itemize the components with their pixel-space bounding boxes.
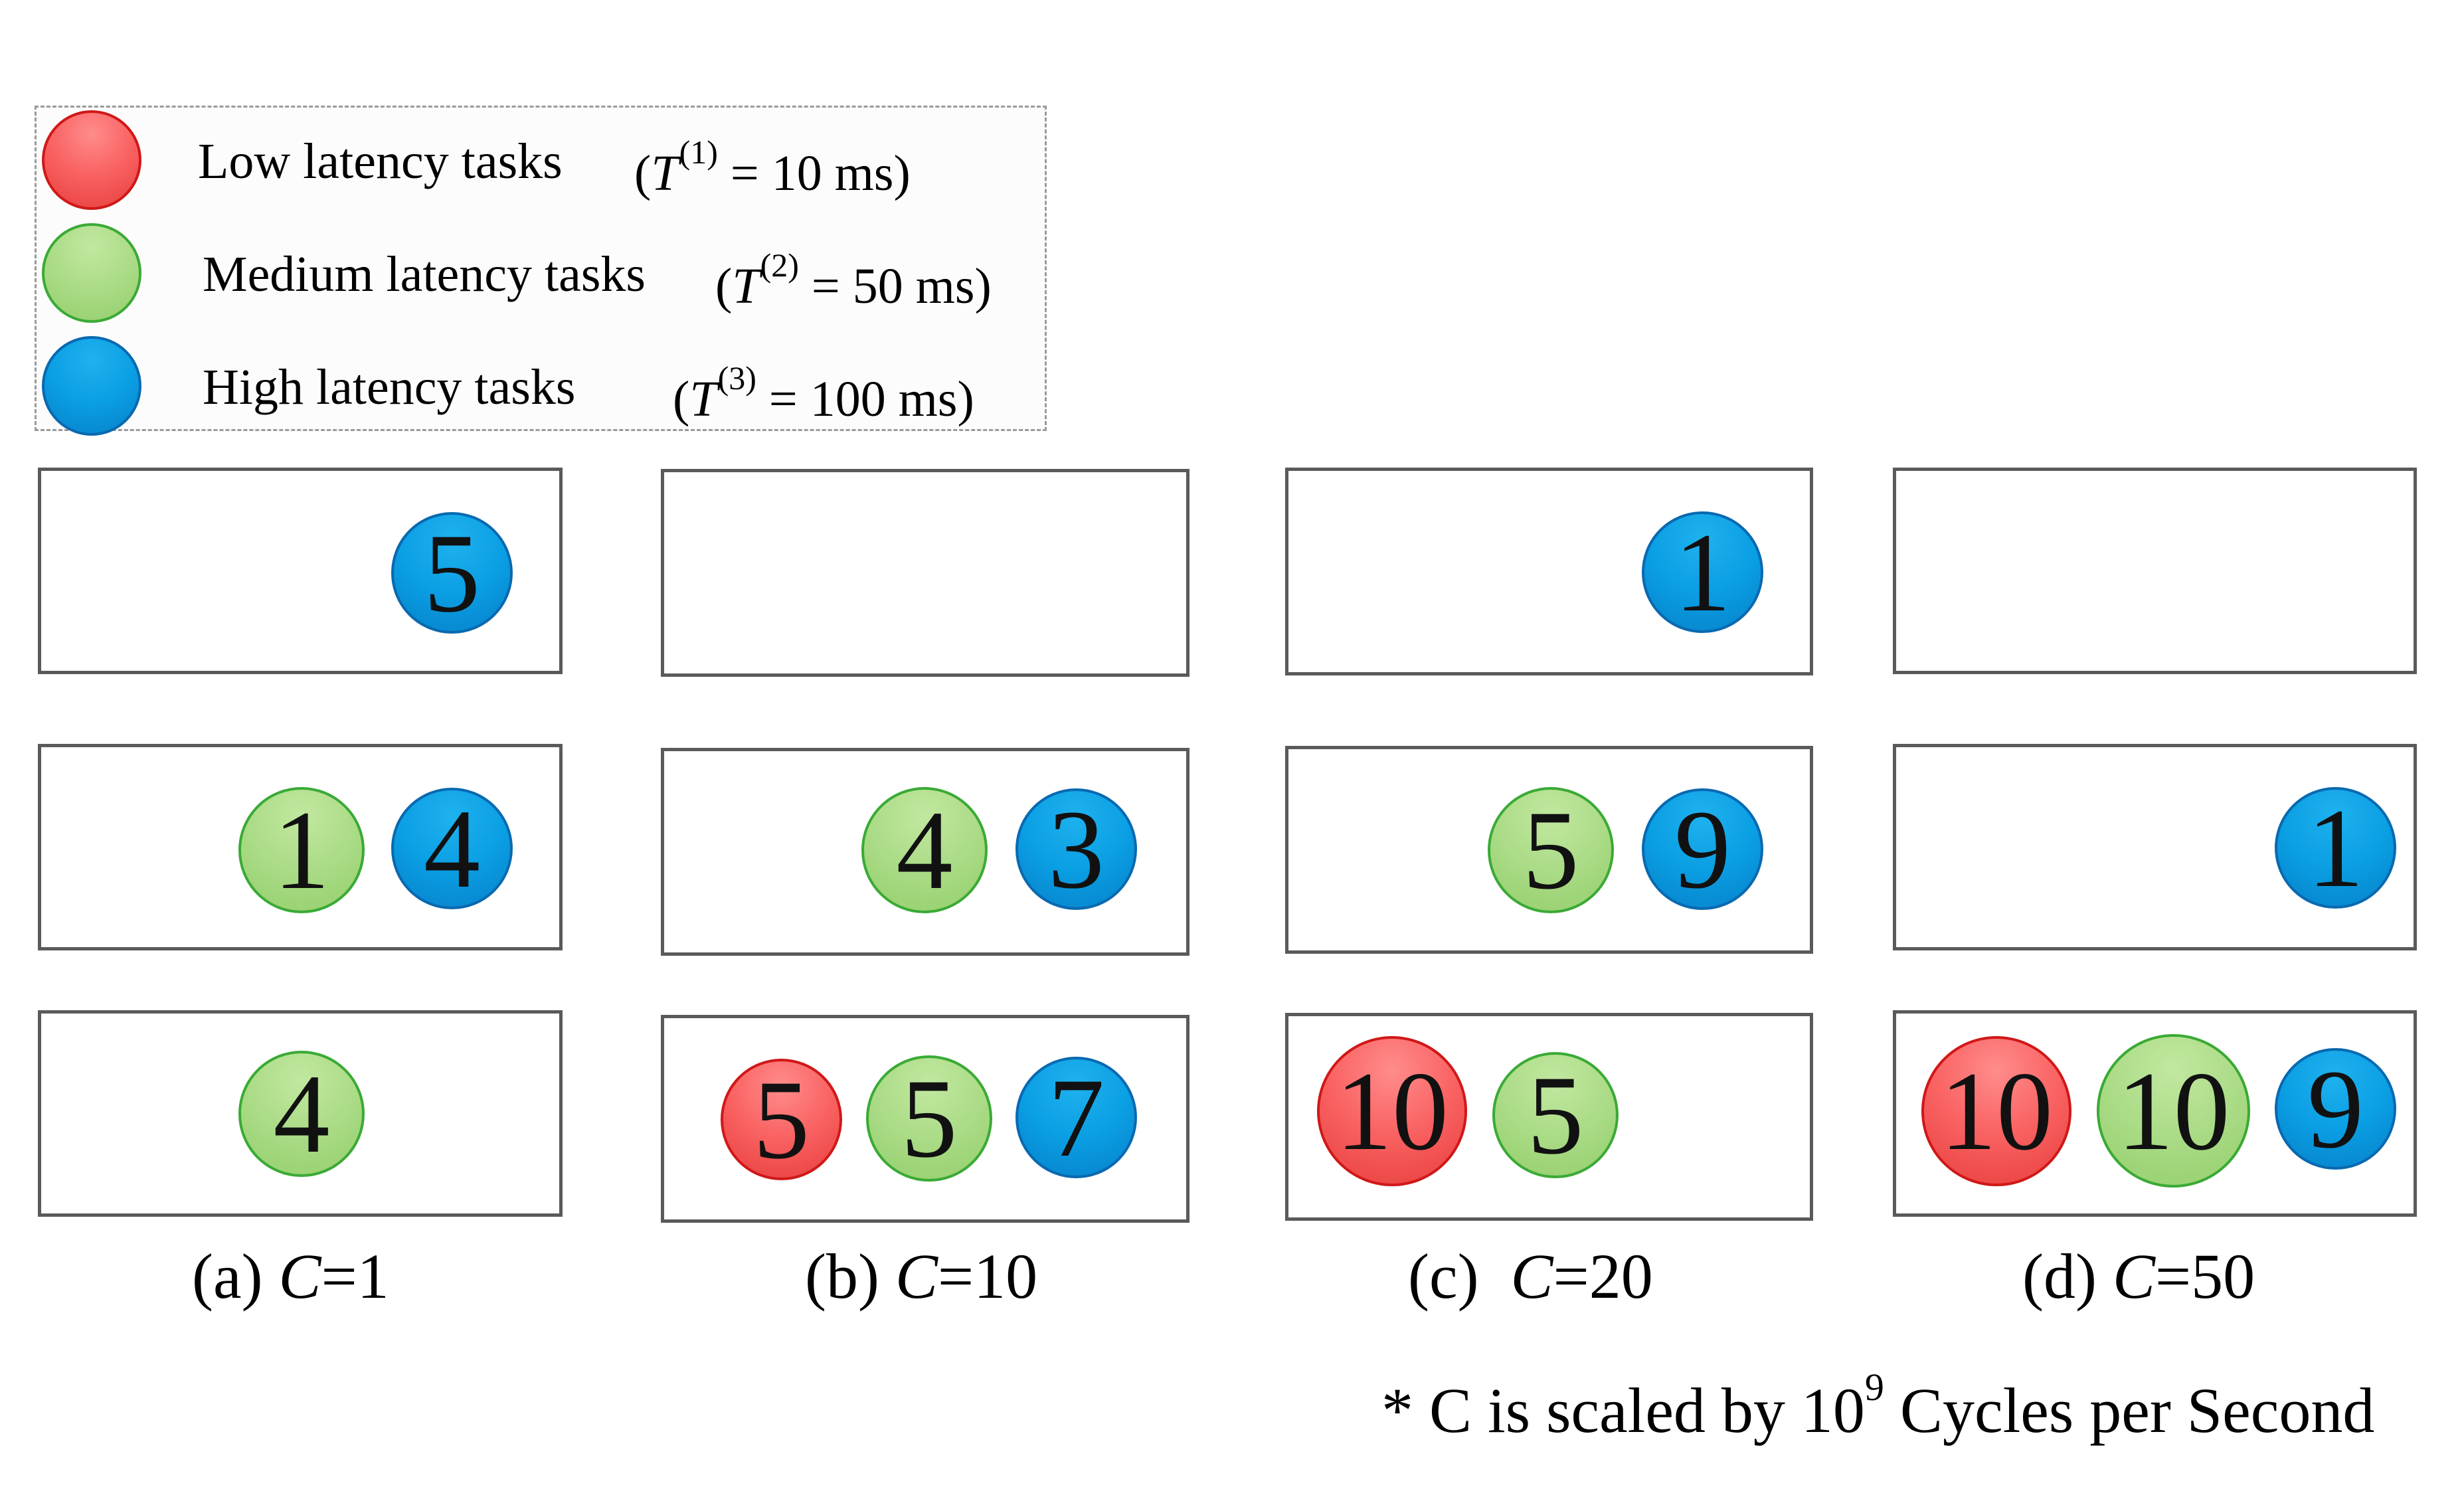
legend-label-medium: Medium latency tasks [203, 246, 646, 302]
blue-task-ball: 9 [1642, 788, 1763, 910]
blue-task-ball: 5 [391, 512, 513, 634]
green-task-ball: 5 [1488, 787, 1614, 913]
panel-d-row-1-box [1893, 468, 2417, 674]
footnote: * C is scaled by 109 Cycles per Second [1381, 1366, 2375, 1446]
medium-latency-legend-icon [42, 223, 141, 323]
panel-b-row-1-box [661, 469, 1189, 677]
red-task-ball: 10 [1921, 1036, 2071, 1186]
blue-task-ball: 1 [2275, 787, 2396, 909]
green-task-ball: 5 [866, 1055, 992, 1182]
low-latency-legend-icon [42, 110, 141, 210]
legend-label-low: Low latency tasks [198, 133, 563, 189]
red-task-ball: 5 [721, 1059, 842, 1180]
red-task-ball: 10 [1317, 1036, 1467, 1186]
blue-task-ball: 7 [1015, 1057, 1137, 1178]
blue-task-ball: 3 [1015, 788, 1137, 910]
caption-panel-a: (a) C=1 [192, 1241, 389, 1312]
caption-panel-d: (d) C=50 [2022, 1241, 2255, 1312]
green-task-ball: 5 [1492, 1052, 1619, 1178]
blue-task-ball: 9 [2275, 1048, 2396, 1170]
blue-task-ball: 1 [1642, 511, 1763, 633]
green-task-ball: 1 [238, 787, 365, 913]
green-task-ball: 4 [238, 1051, 365, 1177]
legend: Low latency tasks (T(1) = 10 ms) Medium … [35, 106, 1047, 436]
green-task-ball: 10 [2097, 1034, 2250, 1188]
legend-formula-low: (T(1) = 10 ms) [634, 133, 911, 201]
legend-formula-medium: (T(2) = 50 ms) [715, 246, 992, 314]
green-task-ball: 4 [861, 787, 988, 913]
caption-panel-b: (b) C=10 [805, 1241, 1038, 1312]
legend-formula-high: (T(3) = 100 ms) [673, 359, 974, 427]
high-latency-legend-icon [42, 336, 141, 436]
caption-panel-c: (c) C=20 [1408, 1241, 1653, 1312]
blue-task-ball: 4 [391, 788, 513, 909]
legend-label-high: High latency tasks [203, 359, 576, 415]
